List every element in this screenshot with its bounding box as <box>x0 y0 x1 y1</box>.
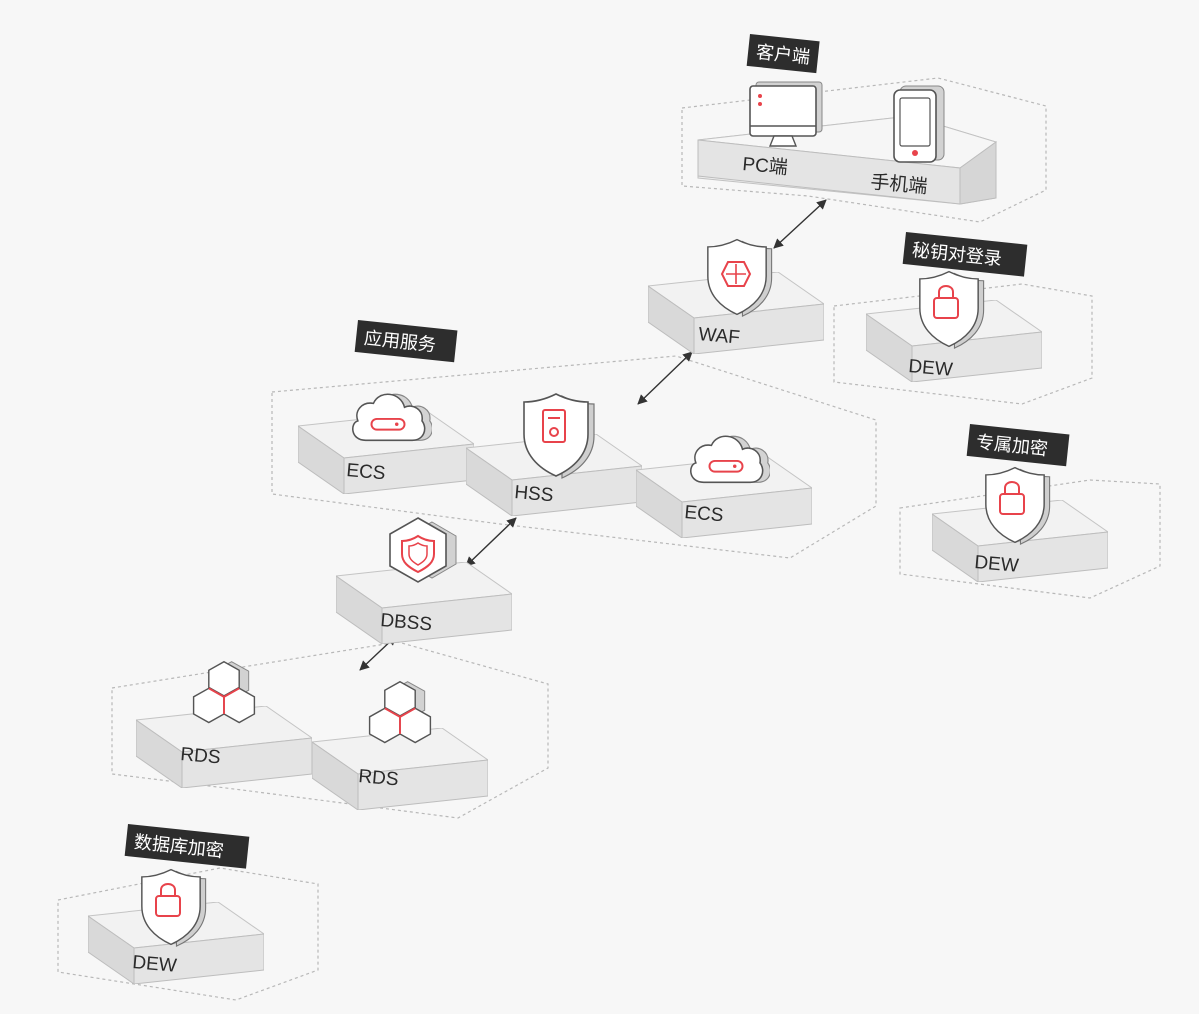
phone-icon <box>893 85 945 163</box>
node-label-rds-1: RDS <box>180 744 222 768</box>
node-label-waf: WAF <box>698 324 741 349</box>
group-tag-app: 应用服务 <box>354 320 458 363</box>
hexagon-cluster-icon <box>192 660 256 724</box>
hexagon-shield-icon <box>389 517 457 583</box>
node-label-dew-db-enc: DEW <box>132 952 178 977</box>
rds-box-1 <box>136 706 312 788</box>
node-label-dew-key-login: DEW <box>908 356 954 381</box>
key-login-group-frame <box>833 283 1093 405</box>
app-group-frame <box>271 355 877 559</box>
node-label-pc: PC端 <box>742 153 789 179</box>
connector-hss-dbss <box>465 517 517 567</box>
node-label-ecs-2: ECS <box>684 502 725 526</box>
monitor-icon <box>749 81 823 147</box>
lock-glyph-1 <box>933 285 959 319</box>
node-label-dbss: DBSS <box>380 610 433 635</box>
db-enc-group-frame <box>57 867 319 1001</box>
group-tag-key-login: 秘钥对登录 <box>902 231 1028 277</box>
lock-glyph-2 <box>999 481 1025 515</box>
cloud-server-icon <box>351 393 432 442</box>
group-tag-db-enc: 数据库加密 <box>124 823 250 869</box>
document-glyph <box>542 409 566 443</box>
node-label-ecs-1: ECS <box>346 460 387 484</box>
node-label-rds-2: RDS <box>358 766 400 790</box>
group-tag-dedicated: 专属加密 <box>966 424 1070 467</box>
group-tag-client: 客户端 <box>746 34 820 74</box>
hexagon-cluster-icon <box>368 680 432 744</box>
client-group-frame <box>681 77 1047 223</box>
node-label-mobile: 手机端 <box>870 171 929 198</box>
connector-waf-app <box>637 351 693 405</box>
rds-box-2 <box>312 728 488 810</box>
dedicated-group-frame <box>899 479 1161 599</box>
lock-glyph-3 <box>155 883 181 917</box>
node-label-dew-dedicated: DEW <box>974 552 1020 577</box>
node-label-hss: HSS <box>514 482 555 506</box>
connector-client-waf <box>773 199 827 249</box>
waf-inner-glyph <box>720 261 752 287</box>
cloud-server-icon <box>689 435 770 484</box>
